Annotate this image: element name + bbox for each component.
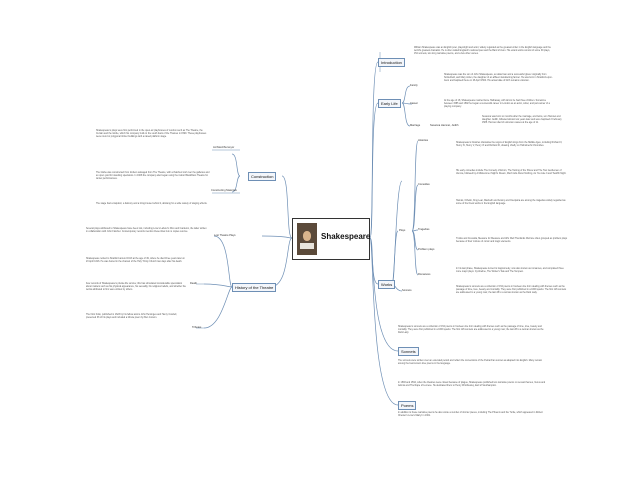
introduction-text: William Shakespeare was an English poet,… [414,47,551,55]
root-node[interactable]: Shakespeare [292,218,370,260]
plays-romances[interactable]: Romances [418,273,431,276]
topic-works[interactable]: Works [378,280,396,289]
comedies-text: His early comedies include The Comedy of… [456,170,567,175]
sonnets-detail-text-2: The sonnets were written over an extende… [398,360,543,365]
plays-problem-plays[interactable]: Problem plays [418,248,435,251]
sonnets-detail-text: Shakespeare's sonnets are a collection o… [398,326,544,334]
works-sonnets[interactable]: Sonnets [402,289,412,292]
history-death[interactable]: Death [190,282,197,285]
tributes-text: The First Folio, published in 1623 by hi… [86,314,177,319]
histories-text: Shakespeare's histories dramatise the re… [456,142,563,147]
early-life-family[interactable]: Family [410,84,418,87]
works-plays[interactable]: Plays [399,229,406,232]
topic-introduction[interactable]: Introduction [378,58,405,67]
topic-poems[interactable]: Poems [398,401,417,410]
death-text: Shakespeare retired to Stratford around … [86,258,185,263]
early-life-marriage[interactable]: Marriage [410,124,421,127]
poems-text-2: In addition to these narrative poems he … [398,412,543,417]
early-life-career[interactable]: Career [410,102,418,105]
construction-materials[interactable]: Constructing Materials [211,189,237,192]
construction-architect[interactable]: Architect/Surveyor [213,146,235,149]
tragedies-text: Hamlet, Othello, King Lear, Macbeth and … [456,200,566,205]
topic-sonnets[interactable]: Sonnets [398,347,419,356]
marriage-text: Susanna was born six months after the ma… [482,116,562,124]
history-tributes[interactable]: Tributes [192,326,202,329]
sonnets-text: Shakespeare's sonnets are a collection o… [456,286,567,294]
materials-text-2: The stage had a trapdoor, a balcony and … [96,203,208,205]
career-text: At the age of 18, Shakespeare married An… [444,100,550,108]
root-title: Shakespeare [321,232,371,241]
family-text: Shakespeare was the son of John Shakespe… [444,74,553,82]
topic-early-life[interactable]: Early Life [378,99,401,108]
portrait-icon [297,223,317,255]
romances-text: In his last phase, Shakespeare turned to… [456,268,564,273]
history-lost-plays[interactable]: Lost Theatre Plays [214,234,236,237]
death-text-2: Few records of Shakespeare's private lif… [86,283,186,291]
poems-text: In 1593 and 1594, when the theatres were… [398,382,546,387]
plays-comedies[interactable]: Comedies [418,183,430,186]
materials-text: The Globe was constructed from timbers s… [96,172,210,180]
marriage-children: Susanna Hamnet, Judith [430,124,459,127]
topic-history[interactable]: History of the Theatre [232,283,277,292]
plays-histories[interactable]: Histories [418,139,429,142]
architect-text: Shakespeare's plays were first performed… [96,130,207,138]
lost-plays-text: Several plays attributed to Shakespeare … [86,228,207,233]
problem-plays-text: Troilus and Cressida, Measure for Measur… [456,238,568,243]
plays-tragedies[interactable]: Tragedies [418,228,430,231]
topic-construction[interactable]: Construction [248,172,277,181]
